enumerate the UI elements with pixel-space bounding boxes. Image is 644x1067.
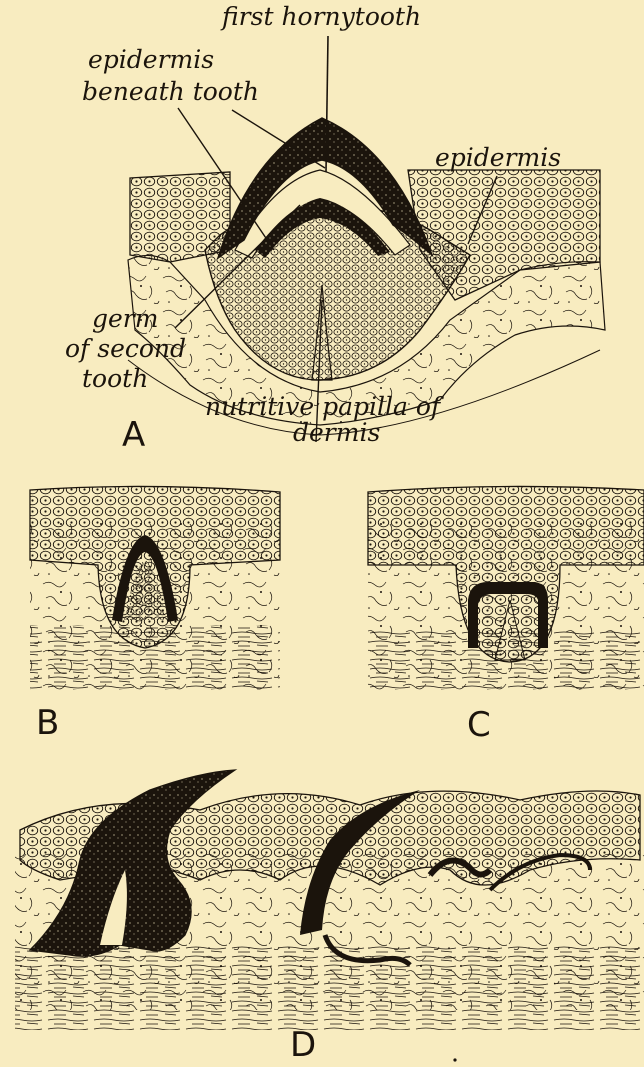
panel-letter-b: B [36,706,59,740]
panel-b-drawing [30,486,280,690]
label-germ-line1: germ [92,306,158,331]
label-germ-line2: of second [65,336,186,361]
label-epidermis-beneath-tooth-line2: beneath tooth [82,79,259,104]
label-nutritive-papilla-line1: nutritive papilla of [205,394,440,419]
panel-letter-d: D [290,1028,316,1062]
panel-d-drawing [15,770,644,1062]
label-germ-line3: tooth [82,366,148,391]
label-epidermis: epidermis [435,145,561,170]
panel-letter-c: C [467,708,491,742]
panel-letter-a: A [122,418,145,452]
label-nutritive-papilla-line2: dermis [293,420,380,445]
panel-c-drawing [368,486,644,690]
label-first-horny-tooth: first hornytooth [222,4,421,29]
label-epidermis-beneath-tooth-line1: epidermis [88,47,214,72]
